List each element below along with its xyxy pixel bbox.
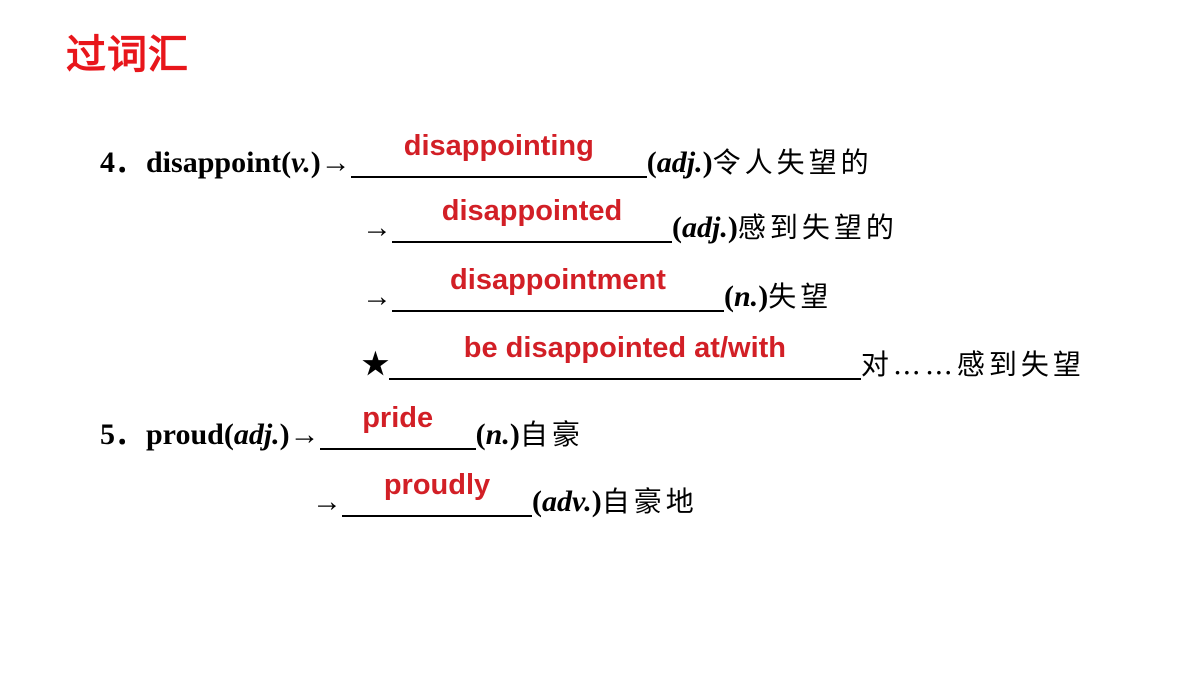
headword: disappoint: [146, 146, 282, 179]
answer-blank[interactable]: disappointing: [350, 130, 647, 178]
answer-blank[interactable]: pride: [319, 402, 476, 450]
headword-pos: adj.: [233, 418, 280, 451]
vocab-item-4-line-2: →disappointed(adj.)感到失望的: [362, 195, 898, 248]
arrow-icon: →: [312, 485, 342, 518]
pos-label: adj.: [656, 146, 703, 179]
pos-label: n.: [734, 280, 759, 313]
vocab-item-5-line-1: 5．proud(adj.)→pride(n.)自豪: [100, 402, 584, 455]
item-number: 4．: [100, 146, 145, 179]
meaning-text: 感到失望的: [737, 211, 898, 244]
vocab-item-4-line-4: ★ be disappointed at/with 对……感到失望: [362, 332, 1085, 385]
arrow-icon: →: [320, 146, 351, 179]
headword-pos: v.: [291, 146, 311, 179]
arrow-icon: →: [362, 280, 392, 313]
meaning-text: 对……感到失望: [860, 348, 1085, 381]
pos-label: adj.: [682, 211, 728, 244]
arrow-icon: →: [362, 211, 392, 244]
headword: proud: [146, 418, 224, 451]
page-title: 过词汇: [66, 32, 189, 78]
answer-blank[interactable]: be disappointed at/with: [388, 332, 861, 380]
vocab-item-4-line-1: 4．disappoint(v.)→disappointing(adj.)令人失望…: [100, 130, 873, 183]
vocab-item-5-line-2: →proudly(adv.)自豪地: [312, 469, 698, 522]
answer-blank[interactable]: proudly: [342, 469, 532, 517]
answer-blank[interactable]: disappointment: [392, 264, 724, 312]
arrow-icon: →: [289, 418, 320, 451]
pos-label: n.: [485, 418, 510, 451]
answer-text: be disappointed at/with: [463, 332, 787, 364]
vocab-item-4-line-3: →disappointment(n.)失望: [362, 264, 833, 317]
item-number: 5．: [100, 418, 145, 451]
answer-text: disappointing: [403, 130, 594, 162]
meaning-text: 自豪地: [601, 485, 698, 518]
answer-text: disappointed: [441, 195, 623, 227]
meaning-text: 令人失望的: [712, 146, 873, 179]
meaning-text: 自豪: [519, 418, 584, 451]
answer-text: disappointment: [450, 264, 666, 296]
star-icon: ★: [362, 348, 389, 381]
answer-text: pride: [362, 402, 434, 434]
pos-label: adv.: [542, 485, 592, 518]
meaning-text: 失望: [768, 280, 833, 313]
answer-blank[interactable]: disappointed: [392, 195, 672, 243]
answer-text: proudly: [383, 469, 491, 501]
